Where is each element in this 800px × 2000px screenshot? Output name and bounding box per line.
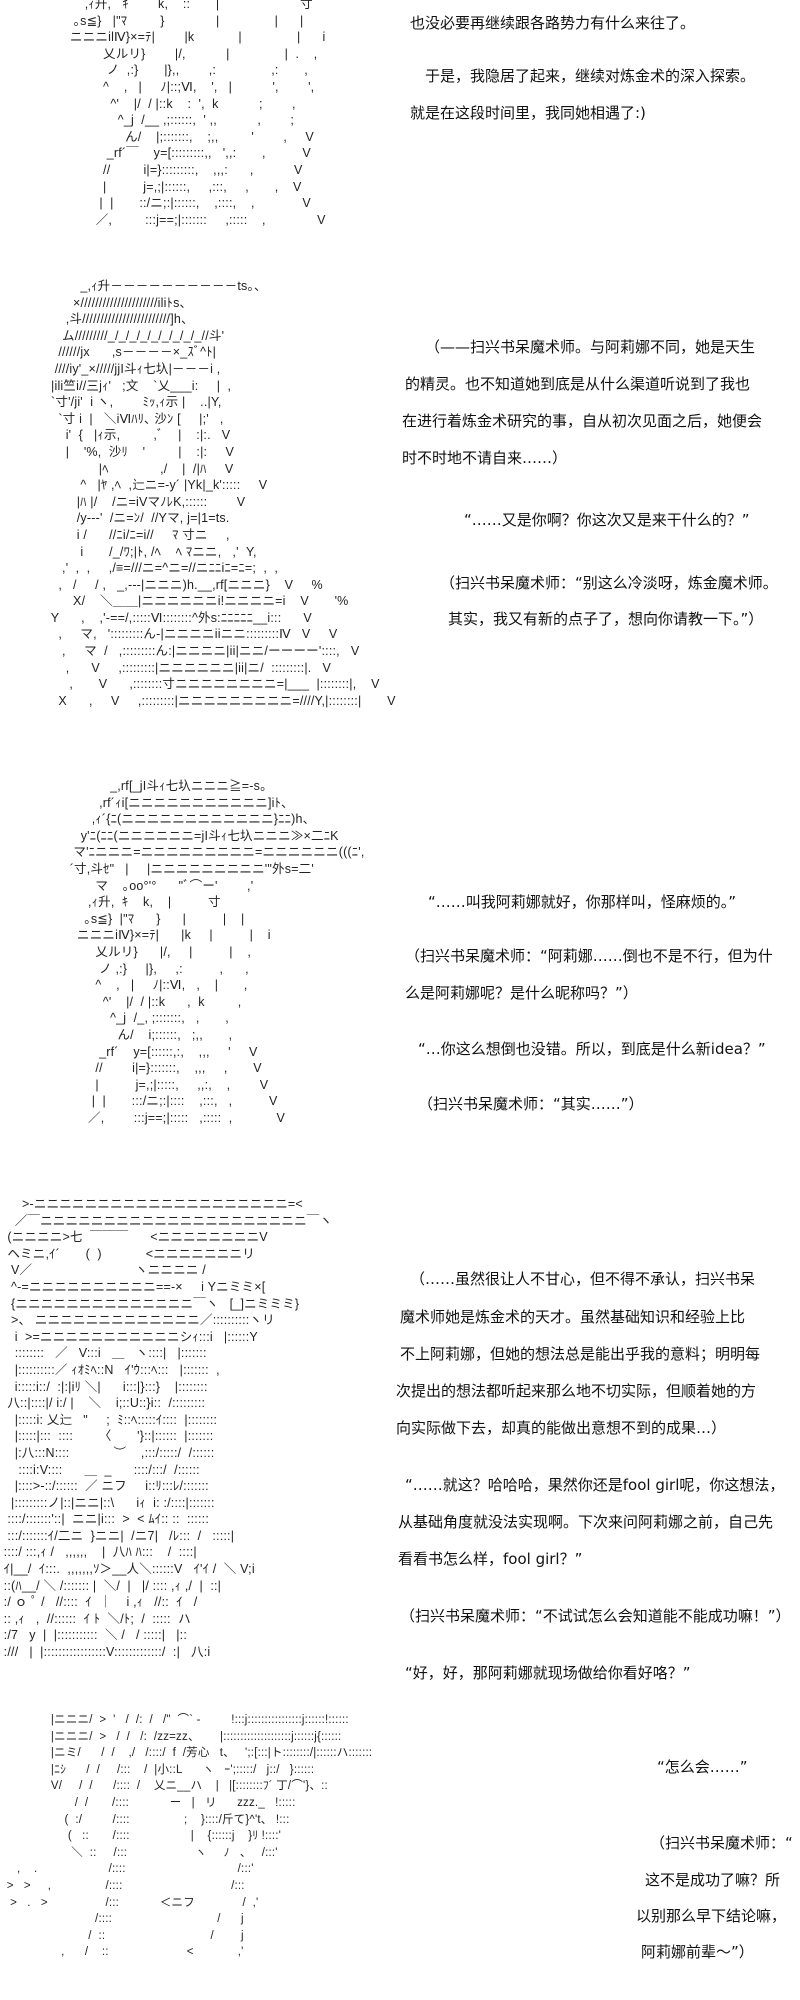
dialogue-line: “怎么会……” [657, 1758, 748, 1776]
ascii-art-mage-girl-closeup: >-ニニニニニニニニニニニニニニニニニニニニ=< ／￣ニニニニニニニニニニニニニ… [3, 1197, 333, 1660]
narration-line: 的精灵。也不知道她到底是从什么渠道听说到了我也 [405, 375, 751, 393]
dialogue-line: 阿莉娜前辈～”） [641, 1943, 754, 1961]
narration-line: （……虽然很让人不甘心，但不得不承认，扫兴书呆 [410, 1270, 756, 1288]
ascii-art-alina-standing: ,ｨ升, ｷ k, :: | 寸 ｡s≦} |"ﾏ } | | | ニニニilⅣ… [70, 0, 326, 227]
ascii-art-mage-girl: _,ｨ升－－－－－－－－－－ts｡、 ×////////////////////… [50, 279, 396, 708]
dialogue-line: “好，好，那阿莉娜就现场做给你看好咯？” [405, 1664, 691, 1682]
narration-line: 魔术师她是炼金术的天才。虽然基础知识和经验上比 [400, 1308, 746, 1326]
ascii-art-alina-with-hat: _,rf[_jI斗ｨ七圦ニニニ≧=-s。 ,rf´ｨi[ニニニニニニニニニニニ]… [69, 779, 365, 1125]
narration-line: 在进行着炼金术研究的事，自从初次见面之后，她便会 [402, 412, 763, 430]
narration-line: 向实际做下去，却真的能做出意想不到的成果…） [396, 1419, 727, 1437]
dialogue-line: 以别那么早下结论嘛， [636, 1907, 787, 1925]
dialogue-line: 其实，我又有新的点子了，想向你请教一下。”） [448, 610, 764, 628]
ascii-art-surprised-scene: |ニニニ/ > ' / /: / /" ⌒` - !:::j::::::::::… [6, 1714, 373, 1959]
narration-line: 于是，我隐居了起来，继续对炼金术的深入探索。 [425, 67, 756, 85]
dialogue-line: 么是阿莉娜呢？是什么昵称吗？”） [405, 984, 638, 1002]
dialogue-line: （扫兴书呆魔术师：“别这么冷淡呀，炼金魔术师。 [440, 574, 778, 592]
dialogue-line: “…你这么想倒也没错。所以，到底是什么新idea？” [418, 1040, 766, 1058]
dialogue-line: 从基础角度就没法实现啊。下次来问阿莉娜之前，自己先 [398, 1513, 774, 1531]
dialogue-line: （扫兴书呆魔术师：“其实……”） [418, 1095, 644, 1113]
narration-line: 时不时地不请自来……） [402, 449, 568, 467]
dialogue-line: 这不是成功了嘛？所 [645, 1871, 781, 1889]
narration-line: 次提出的想法都听起来那么地不切实际，但顺着她的方 [396, 1382, 757, 1400]
dialogue-line: “……就这？哈哈哈，果然你还是fool girl呢，你这想法， [405, 1476, 785, 1494]
narration-line: （——扫兴书呆魔术师。与阿莉娜不同，她是天生 [425, 338, 756, 356]
narration-line: 就是在这段时间里，我同她相遇了:) [410, 104, 646, 122]
narration-line: 也没必要再继续跟各路势力有什么来往了。 [410, 14, 696, 32]
dialogue-line: （扫兴书呆魔术师：“不试试怎么会知道能不能成功嘛！”） [400, 1607, 791, 1625]
dialogue-line: （扫兴书呆魔术师：“阿莉娜……倒也不是不行，但为什 [405, 947, 773, 965]
dialogue-line: “……叫我阿莉娜就好，你那样叫，怪麻烦的。” [428, 893, 737, 911]
dialogue-line: “……又是你啊？你这次又是来干什么的？” [464, 511, 750, 529]
dialogue-line: （扫兴书呆魔术师：“ [650, 1834, 793, 1852]
dialogue-line: 看看书怎么样，fool girl？” [398, 1550, 583, 1568]
narration-line: 不上阿莉娜，但她的想法总是能出乎我的意料；明明每 [400, 1345, 761, 1363]
